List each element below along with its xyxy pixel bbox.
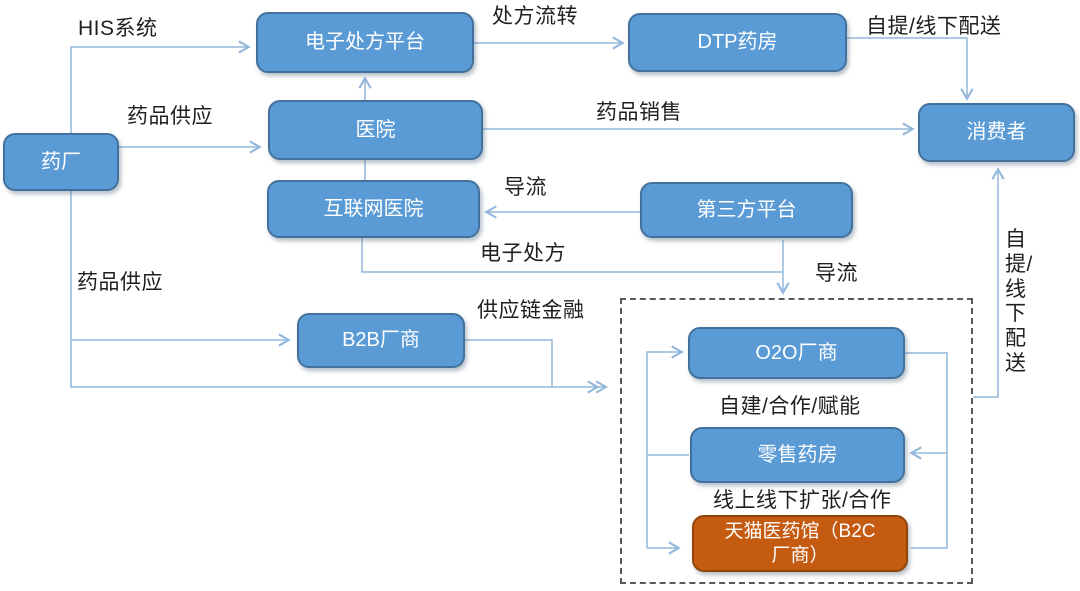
edge-label-drug-supply-bottom: 药品供应 — [77, 271, 163, 294]
edge-label-pickup-offline-delivery-right: 自 提/ 线 下 配 送 — [1005, 228, 1033, 375]
dashed-group-box — [620, 298, 973, 584]
edge-label-his-system: HIS系统 — [78, 17, 158, 40]
node-retail-pharmacy: 零售药房 — [690, 427, 905, 483]
node-hospital: 医院 — [268, 100, 483, 160]
edge-label-e-prescription: 电子处方 — [480, 242, 566, 265]
node-pharma-factory: 药厂 — [3, 133, 119, 191]
node-e-prescription-platform: 电子处方平台 — [256, 12, 474, 73]
node-o2o-vendor: O2O厂商 — [688, 327, 905, 379]
edge-label-online-offline-expand-coop: 线上线下扩张/合作 — [713, 489, 892, 512]
edge-label-drug-supply-top: 药品供应 — [127, 105, 213, 128]
edge-label-self-build-coop-enable: 自建/合作/赋能 — [719, 395, 861, 418]
node-internet-hospital: 互联网医院 — [267, 180, 480, 238]
edge-label-prescription-flow: 处方流转 — [492, 5, 578, 28]
edge-label-supply-chain-finance: 供应链金融 — [477, 299, 585, 322]
edge-label-traffic-diversion-1: 导流 — [504, 176, 547, 199]
edge-label-drug-sales: 药品销售 — [596, 101, 682, 124]
edge-label-traffic-diversion-2: 导流 — [815, 262, 858, 285]
node-tmall-medical-b2c: 天猫医药馆（B2C 厂商） — [692, 515, 908, 572]
node-third-party-platform: 第三方平台 — [640, 182, 853, 238]
edge-label-pickup-offline-delivery-top: 自提/线下配送 — [866, 15, 1002, 38]
node-consumer: 消费者 — [918, 103, 1075, 162]
node-dtp-pharmacy: DTP药房 — [628, 13, 847, 72]
node-b2b-vendor: B2B厂商 — [297, 313, 465, 368]
